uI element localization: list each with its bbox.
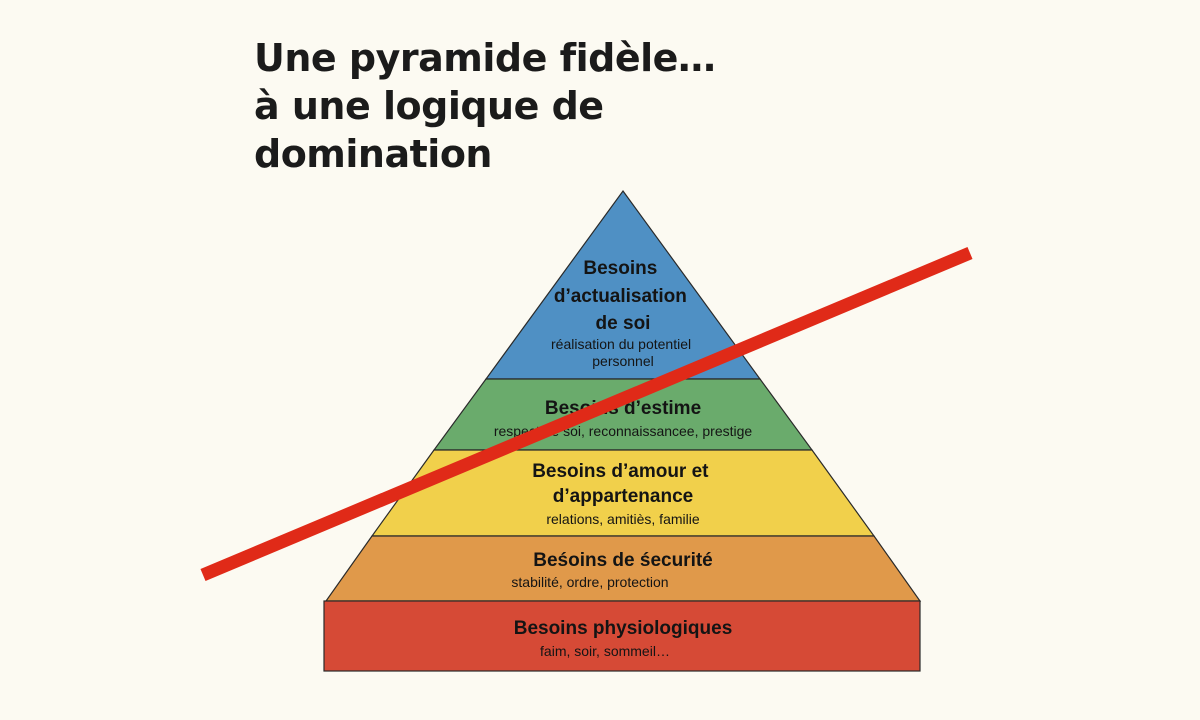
svg-text:Beśoins de śecurité: Beśoins de śecurité	[533, 550, 713, 571]
title-line-1: Une pyramide fidèle…	[254, 36, 716, 80]
level-self-actualization-title-3: de soi	[596, 313, 651, 334]
level-safety-sub: stabilité, ordre, protection	[511, 574, 668, 590]
level-self-actualization-sub-2: personnel	[592, 353, 654, 369]
level-physiological-title: Besoins physiologiques	[514, 618, 733, 639]
svg-text:stabilité, ordre, protection: stabilité, ordre, protection	[511, 574, 668, 590]
svg-text:relations, amitiès, familie: relations, amitiès, familie	[546, 511, 699, 527]
level-physiological-shape	[323, 600, 921, 672]
level-self-actualization-sub-1: réalisation du potentiel	[551, 336, 691, 352]
level-physiological-sub: faim, soir, sommeil…	[540, 643, 670, 659]
level-physiological: Besoins physiologiques faim, soir, somme…	[323, 600, 921, 672]
level-belonging: Besoins d’amour et d’appartenance relati…	[370, 449, 876, 537]
level-esteem: Besoins d’estime respect de soi, reconna…	[432, 378, 814, 451]
level-self-actualization: Besoins d’actualisation de soi réalisati…	[484, 189, 762, 380]
title-line-3: domination	[254, 132, 492, 176]
svg-text:faim, soir, sommeil…: faim, soir, sommeil…	[540, 643, 670, 659]
svg-text:réalisation du potentiel: réalisation du potentiel personnel	[551, 336, 695, 369]
svg-text:Besoins physiologiques: Besoins physiologiques	[514, 618, 733, 639]
level-self-actualization-title-2: d’actualisation	[554, 286, 687, 307]
level-belonging-sub: relations, amitiès, familie	[546, 511, 699, 527]
level-belonging-title-2: d’appartenance	[553, 486, 693, 507]
strike-through-line	[200, 247, 973, 581]
svg-text:Besoins d’actualisatio: Besoins d’actualisation de soi	[554, 258, 692, 334]
svg-text:Besoins d’amour et d’a: Besoins d’amour et d’appartenance	[532, 461, 714, 507]
level-belonging-title-1: Besoins d’amour et	[532, 461, 709, 482]
page-title: Une pyramide fidèle… à une logique de do…	[254, 34, 716, 178]
level-self-actualization-title-1: Besoins	[583, 258, 657, 279]
level-safety-title: Beśoins de śecurité	[533, 550, 713, 571]
title-line-2: à une logique de	[254, 84, 604, 128]
level-safety: Beśoins de śecurité stabilité, ordre, pr…	[324, 535, 922, 602]
